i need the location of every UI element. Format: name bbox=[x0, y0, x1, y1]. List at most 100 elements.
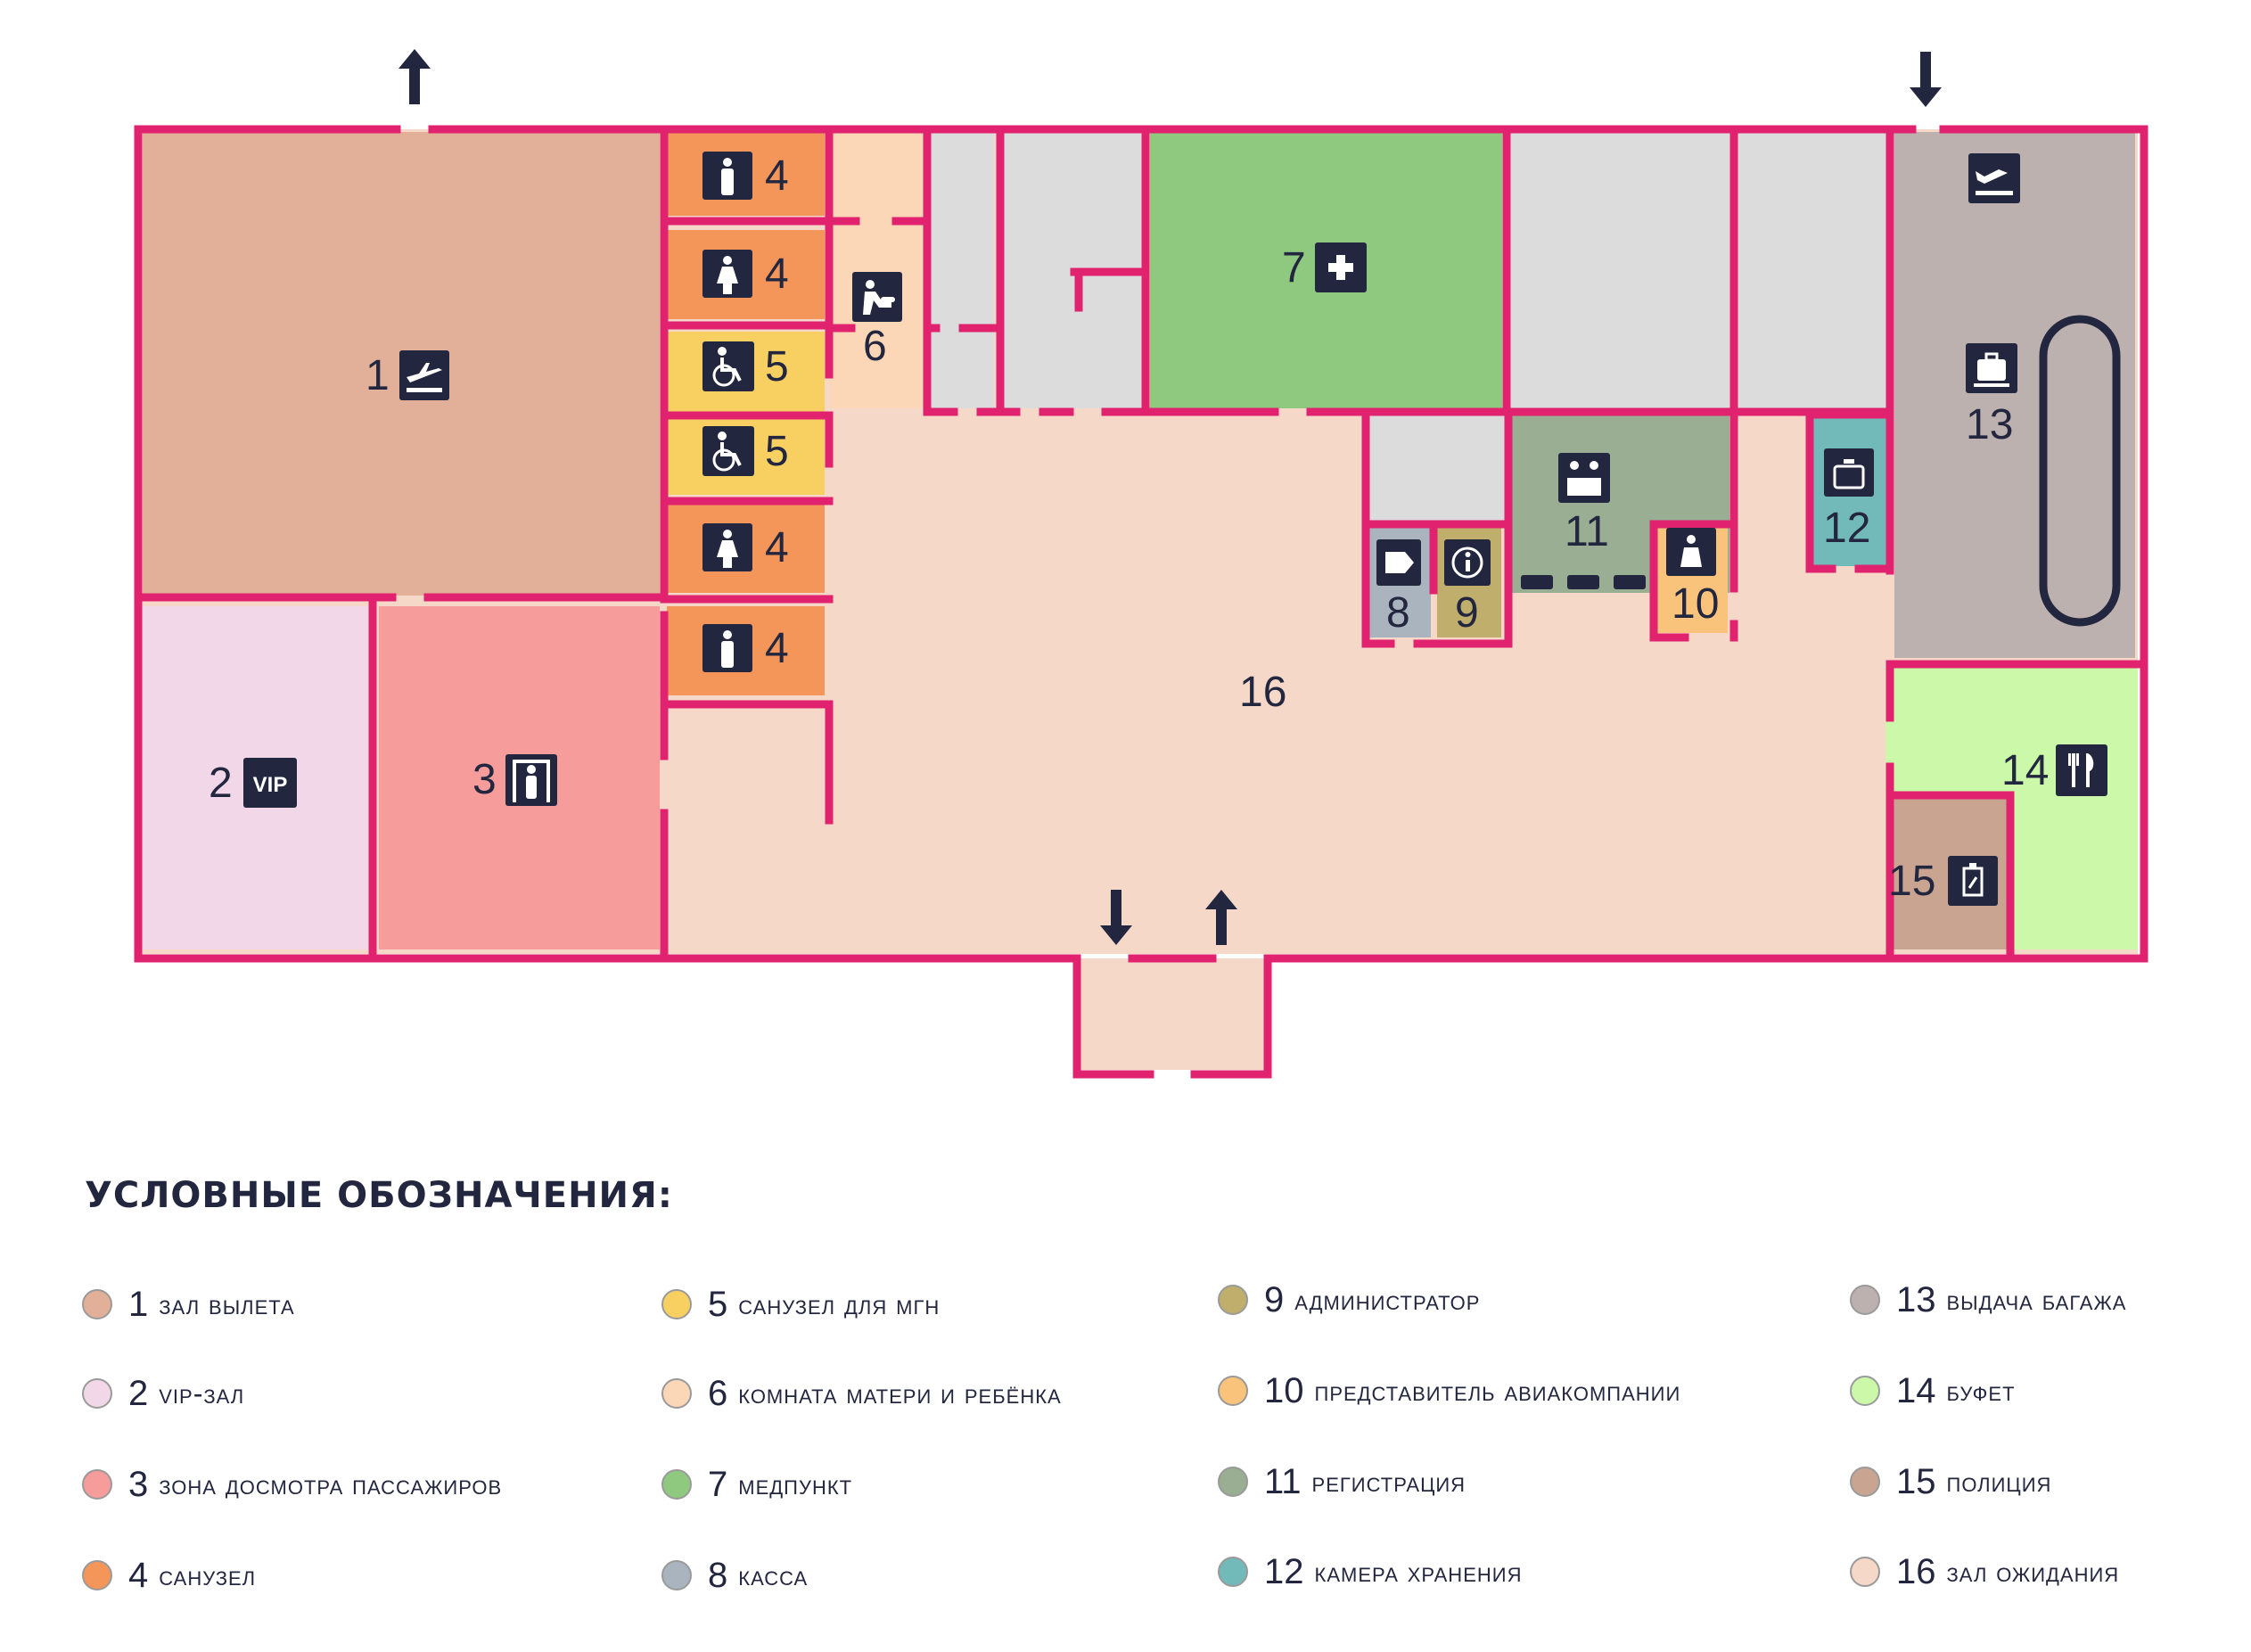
check-in-icon bbox=[1558, 453, 1610, 503]
legend-number: 15 bbox=[1896, 1461, 1936, 1501]
legend-item: 6 КОМНАТА МАТЕРИ И РЕБЁНКА bbox=[661, 1371, 1062, 1416]
legend-swatch bbox=[661, 1378, 692, 1409]
legend-swatch bbox=[1850, 1557, 1880, 1587]
entry-arrow-down-icon bbox=[1100, 890, 1132, 945]
legend-swatch bbox=[661, 1469, 692, 1500]
legend-number: 7 bbox=[708, 1464, 728, 1504]
legend-label: РЕГИСТРАЦИЯ bbox=[1311, 1465, 1466, 1498]
legend-label: САНУЗЕЛ bbox=[159, 1558, 257, 1591]
baggage-claim-icon bbox=[1966, 343, 2017, 393]
room-number: 2 bbox=[209, 760, 233, 807]
legend-swatch bbox=[82, 1469, 112, 1500]
legend-number: 6 bbox=[708, 1373, 728, 1413]
legend-swatch bbox=[1850, 1467, 1880, 1497]
legend-number: 5 bbox=[708, 1284, 728, 1324]
legend-item: 14 БУФЕТ bbox=[1850, 1368, 2016, 1413]
legend-number: 14 bbox=[1896, 1370, 1936, 1410]
legend-swatch bbox=[1218, 1285, 1248, 1315]
legend-swatch bbox=[1218, 1376, 1248, 1406]
legend-item: 4 САНУЗЕЛ bbox=[82, 1553, 256, 1598]
male-wc-icon bbox=[702, 624, 752, 672]
exit-arrow-up-icon bbox=[398, 49, 431, 104]
legend-label: ВЫДАЧА БАГАЖА bbox=[1946, 1283, 2127, 1316]
legend-swatch bbox=[1850, 1376, 1880, 1406]
floor-plan: VIP bbox=[134, 49, 2148, 1079]
room-number: 6 bbox=[863, 323, 887, 370]
legend-item: 3 ЗОНА ДОСМОТРА ПАССАЖИРОВ bbox=[82, 1462, 502, 1507]
room-number: 7 bbox=[1282, 244, 1306, 292]
room-number: 4 bbox=[765, 625, 789, 672]
legend-swatch bbox=[1218, 1467, 1248, 1497]
room-number: 1 bbox=[366, 352, 390, 399]
room-number: 9 bbox=[1455, 589, 1479, 637]
departure-icon bbox=[399, 350, 449, 400]
room-13-fill bbox=[1894, 132, 2135, 658]
entrance-vestibule-fill bbox=[1079, 958, 1266, 1070]
legend-item: 8 КАССА bbox=[661, 1553, 808, 1598]
legend-item: 12 КАМЕРА ХРАНЕНИЯ bbox=[1218, 1549, 1522, 1594]
luggage-storage-icon bbox=[1824, 448, 1874, 497]
legend-label: КОМНАТА МАТЕРИ И РЕБЁНКА bbox=[738, 1377, 1062, 1410]
cafe-icon bbox=[2056, 744, 2107, 796]
entry-arrow-down-icon bbox=[1910, 52, 1942, 107]
legend-number: 10 bbox=[1264, 1370, 1304, 1410]
walls bbox=[134, 125, 2148, 1079]
legend-label: БУФЕТ bbox=[1946, 1374, 2016, 1407]
legend-number: 2 bbox=[128, 1373, 149, 1413]
room-number: 11 bbox=[1565, 508, 1609, 555]
gray-room-a bbox=[932, 132, 994, 408]
room-number: 4 bbox=[765, 152, 789, 200]
room-6-fill bbox=[829, 132, 927, 408]
legend-swatch bbox=[82, 1378, 112, 1409]
legend-number: 3 bbox=[128, 1464, 149, 1504]
baggage-carousel bbox=[2039, 315, 2121, 627]
room-number: 15 bbox=[1888, 858, 1935, 905]
legend-item: 1 ЗАЛ ВЫЛЕТА bbox=[82, 1282, 295, 1327]
room-number: 13 bbox=[1966, 401, 2013, 448]
exit-arrow-up-icon bbox=[1205, 890, 1237, 945]
vip-icon: VIP bbox=[243, 758, 297, 808]
gray-room-c bbox=[1511, 132, 1729, 408]
room-number: 16 bbox=[1239, 669, 1286, 716]
gray-room-d bbox=[1738, 132, 1890, 408]
legend-title: УСЛОВНЫЕ ОБОЗНАЧЕНИЯ: bbox=[85, 1175, 673, 1216]
legend-label: ПОЛИЦИЯ bbox=[1946, 1465, 2052, 1498]
legend-label: ПРЕДСТАВИТЕЛЬ АВИАКОМПАНИИ bbox=[1314, 1374, 1681, 1407]
female-wc-icon bbox=[702, 250, 752, 298]
legend-item: 16 ЗАЛ ОЖИДАНИЯ bbox=[1850, 1549, 2119, 1594]
legend-swatch bbox=[82, 1560, 112, 1590]
room-number: 3 bbox=[472, 756, 497, 803]
legend-number: 8 bbox=[708, 1555, 728, 1595]
legend-swatch bbox=[1218, 1557, 1248, 1587]
vip-icon-text: VIP bbox=[253, 773, 288, 797]
legend-label: ЗАЛ ВЫЛЕТА bbox=[159, 1287, 295, 1320]
security-gate-icon bbox=[505, 754, 557, 806]
room-number: 12 bbox=[1823, 505, 1870, 552]
wheelchair-icon bbox=[702, 341, 754, 391]
legend-item: 10 ПРЕДСТАВИТЕЛЬ АВИАКОМПАНИИ bbox=[1218, 1368, 1680, 1413]
room-number: 14 bbox=[2001, 747, 2049, 794]
legend-swatch bbox=[661, 1560, 692, 1590]
airline-rep-icon bbox=[1666, 528, 1716, 576]
wheelchair-icon bbox=[702, 426, 754, 476]
room-number: 5 bbox=[765, 428, 789, 475]
legend-label: АДМИНИСТРАТОР bbox=[1294, 1283, 1481, 1316]
legend-number: 11 bbox=[1264, 1461, 1302, 1501]
room-number: 5 bbox=[765, 343, 789, 390]
legend-item: 2 VIP-ЗАЛ bbox=[82, 1371, 244, 1416]
female-wc-icon bbox=[702, 523, 752, 571]
legend-item: 5 САНУЗЕЛ ДЛЯ МГН bbox=[661, 1282, 940, 1327]
info-icon bbox=[1444, 539, 1491, 586]
legend-item: 9 АДМИНИСТРАТОР bbox=[1218, 1278, 1480, 1322]
arrivals-icon bbox=[1968, 153, 2020, 203]
room-number: 8 bbox=[1386, 589, 1410, 637]
legend-label: САНУЗЕЛ ДЛЯ МГН bbox=[738, 1287, 941, 1320]
legend-label: КАССА bbox=[738, 1558, 809, 1591]
legend-number: 16 bbox=[1896, 1551, 1936, 1591]
legend-swatch bbox=[1850, 1285, 1880, 1315]
legend-label: МЕДПУНКТ bbox=[738, 1467, 853, 1500]
room-number: 10 bbox=[1672, 580, 1719, 628]
legend-number: 4 bbox=[128, 1555, 149, 1595]
legend-number: 13 bbox=[1896, 1279, 1936, 1319]
legend-label: ЗОНА ДОСМОТРА ПАССАЖИРОВ bbox=[159, 1467, 503, 1500]
